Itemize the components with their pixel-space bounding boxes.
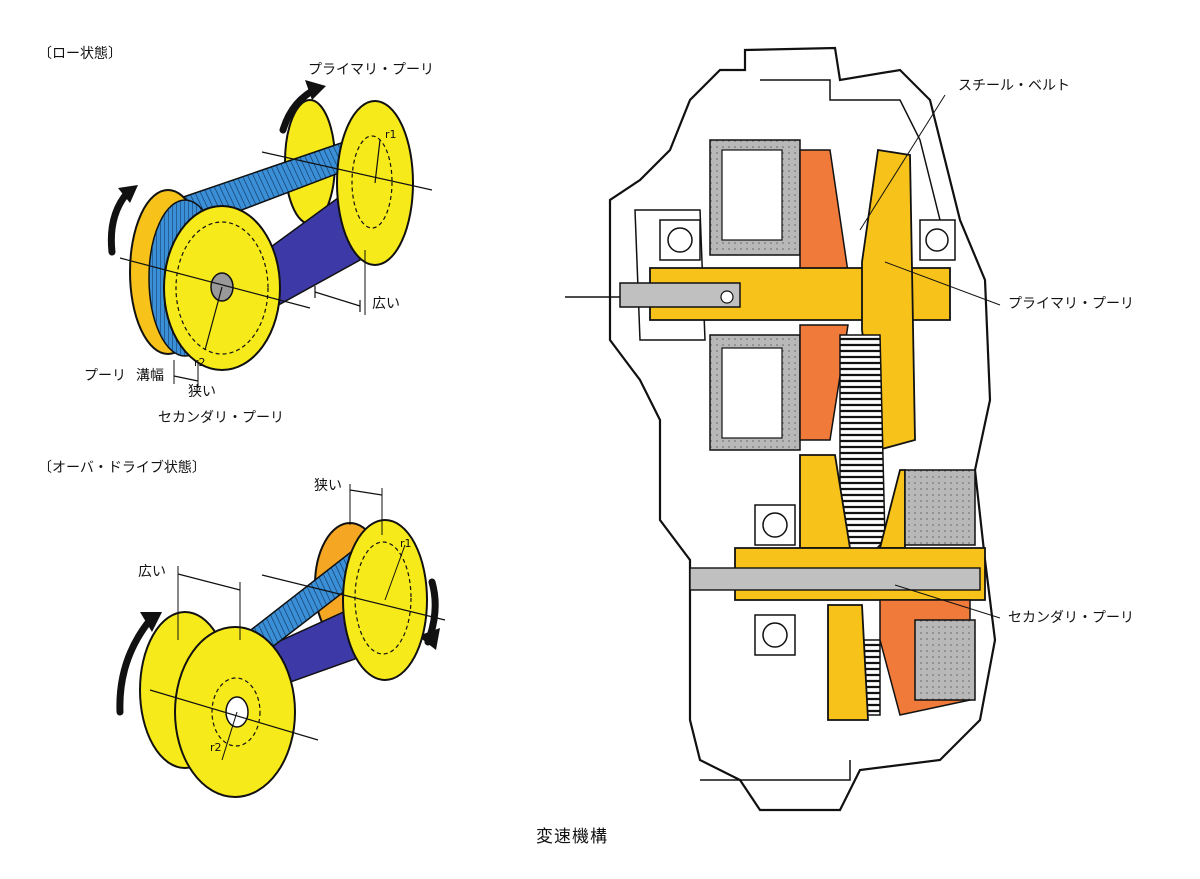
low-primary-pulley-label: プライマリ・プーリ: [308, 62, 434, 78]
bearing-1: [754, 504, 796, 546]
od-wide-label: 広い: [138, 564, 166, 580]
low-groove-width-label: 溝幅: [136, 368, 164, 384]
low-wide-label: 広い: [372, 296, 400, 312]
rotation-arrow-od-secondary: [116, 616, 154, 716]
bearing-4: [919, 219, 956, 261]
overdrive-state-drawing: [116, 484, 446, 798]
low-r2-label: r2: [194, 356, 206, 369]
cs-secondary-pulley-label: セカンダリ・プーリ: [1008, 610, 1134, 626]
low-r1-label: r1: [385, 128, 397, 141]
od-r1-label: r1: [400, 537, 412, 550]
low-state-title: 〔ロー状態〕: [38, 46, 122, 62]
low-pulley-label: プーリ: [84, 368, 126, 384]
bearing-3: [659, 219, 701, 261]
low-narrow-label: 狭い: [188, 384, 216, 400]
low-state-drawing: [107, 80, 433, 388]
overdrive-state-title: 〔オーバ・ドライブ状態〕: [38, 460, 206, 476]
cvt-cross-section: [565, 46, 1001, 812]
low-secondary-pulley-label: セカンダリ・プーリ: [158, 410, 284, 426]
bearing-2: [754, 614, 796, 656]
od-r2-label: r2: [210, 741, 222, 754]
steel-belt-label: スチール・ベルト: [958, 78, 1070, 94]
primary-movable-sheave-bottom: [799, 324, 849, 441]
rotation-arrow-secondary: [107, 188, 132, 256]
figure-caption: 変速機構: [536, 827, 608, 847]
cs-primary-pulley-label: プライマリ・プーリ: [1008, 296, 1134, 312]
od-narrow-label: 狭い: [314, 478, 342, 494]
